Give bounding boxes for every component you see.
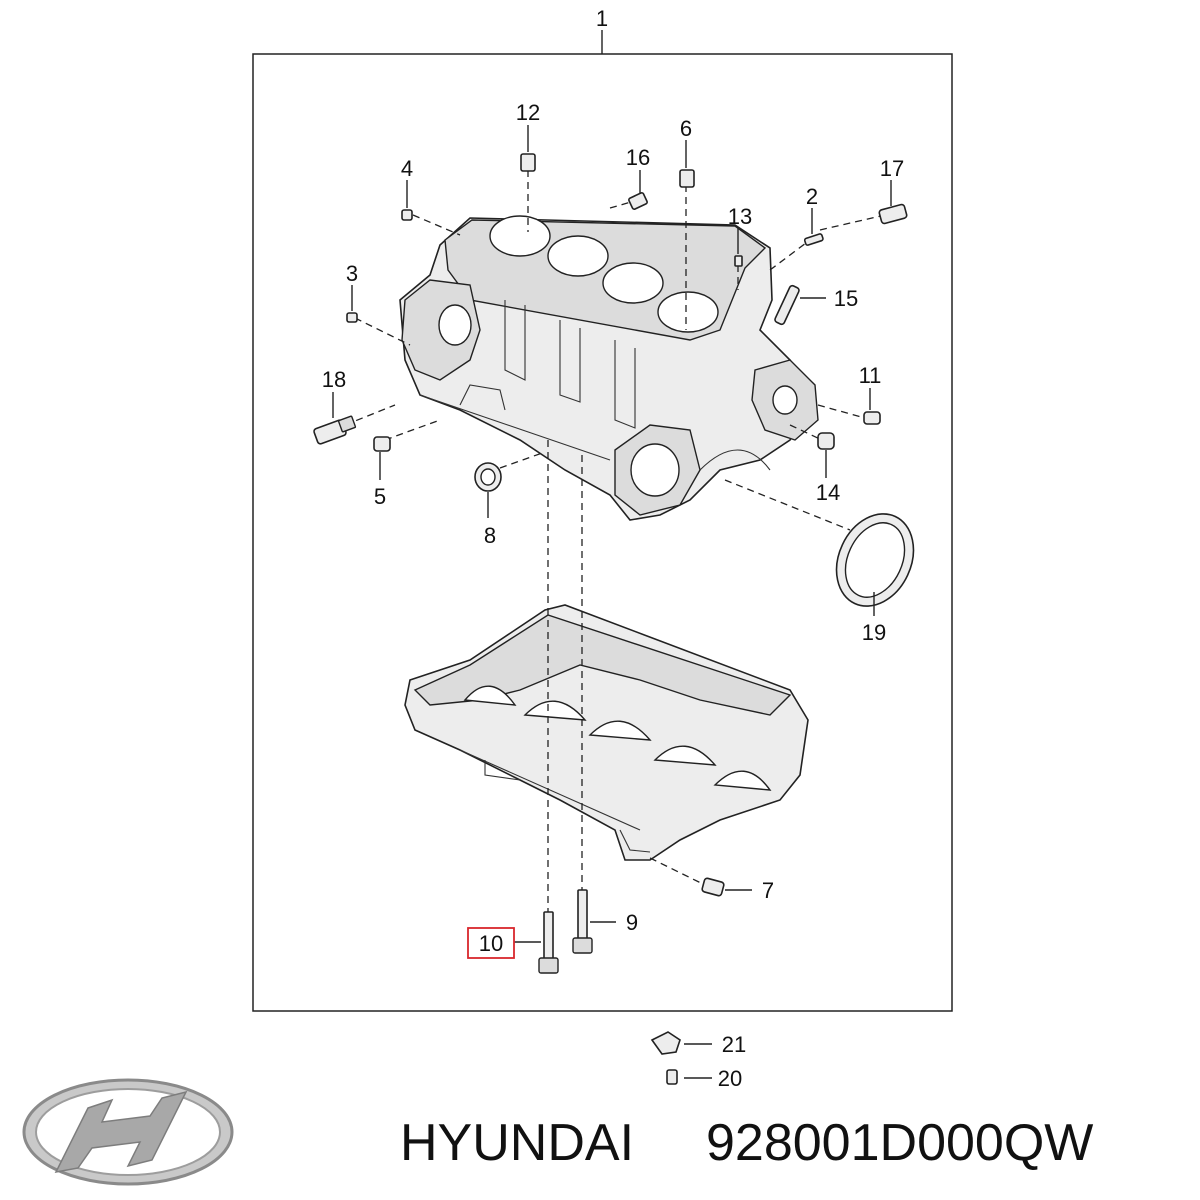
callout-13: 13 bbox=[728, 204, 752, 229]
callout-12: 12 bbox=[516, 100, 540, 125]
part-19-oil-seal bbox=[835, 513, 915, 607]
part-17-plug bbox=[878, 203, 908, 225]
part-18-sensor bbox=[313, 415, 357, 445]
part-6-dowel bbox=[679, 169, 695, 188]
hyundai-logo-icon bbox=[22, 1078, 234, 1186]
callout-17: 17 bbox=[880, 156, 904, 181]
part-16-plug bbox=[628, 192, 648, 210]
part-7-dowel bbox=[701, 877, 725, 897]
part-5-bushing bbox=[373, 436, 391, 452]
part-13-pin bbox=[734, 255, 743, 267]
part-20-screw bbox=[666, 1069, 678, 1085]
part-21-clip bbox=[650, 1031, 681, 1055]
callout-7: 7 bbox=[762, 878, 774, 903]
callout-9: 9 bbox=[626, 910, 638, 935]
callout-16: 16 bbox=[626, 145, 650, 170]
callout-1: 1 bbox=[596, 6, 608, 31]
part-number: 928001D000QW bbox=[706, 1114, 1093, 1172]
callout-8: 8 bbox=[484, 523, 496, 548]
part-3-plug bbox=[346, 312, 358, 323]
cylinder-block bbox=[399, 215, 819, 521]
brand-name: HYUNDAI bbox=[400, 1114, 634, 1172]
callout-15: 15 bbox=[834, 286, 858, 311]
callout-14: 14 bbox=[816, 480, 840, 505]
callout-labels: 1 2 3 4 5 6 7 8 9 10 11 12 13 14 15 16 1… bbox=[322, 6, 904, 1091]
part-11-plug bbox=[863, 411, 881, 425]
diagram-frame bbox=[252, 53, 953, 1012]
callout-18: 18 bbox=[322, 367, 346, 392]
part-10-bolt bbox=[538, 911, 559, 974]
part-12-dowel bbox=[520, 153, 536, 172]
callout-10: 10 bbox=[479, 931, 503, 956]
callout-4: 4 bbox=[401, 156, 413, 181]
part-15-tube bbox=[774, 284, 800, 326]
callout-6: 6 bbox=[680, 116, 692, 141]
callout-20: 20 bbox=[718, 1066, 742, 1091]
part-2-pin bbox=[803, 233, 824, 246]
callout-10-highlight-box bbox=[467, 927, 515, 959]
part-4-plug bbox=[401, 209, 413, 221]
callout-11: 11 bbox=[859, 363, 882, 388]
callout-5: 5 bbox=[374, 484, 386, 509]
part-9-bolt bbox=[572, 889, 593, 954]
part-8-seal bbox=[474, 462, 502, 492]
part-14-nut bbox=[817, 432, 835, 450]
callout-2: 2 bbox=[806, 184, 818, 209]
lower-crankcase bbox=[404, 604, 809, 861]
callout-3: 3 bbox=[346, 261, 358, 286]
callout-21: 21 bbox=[722, 1032, 746, 1057]
callout-19: 19 bbox=[862, 620, 886, 645]
